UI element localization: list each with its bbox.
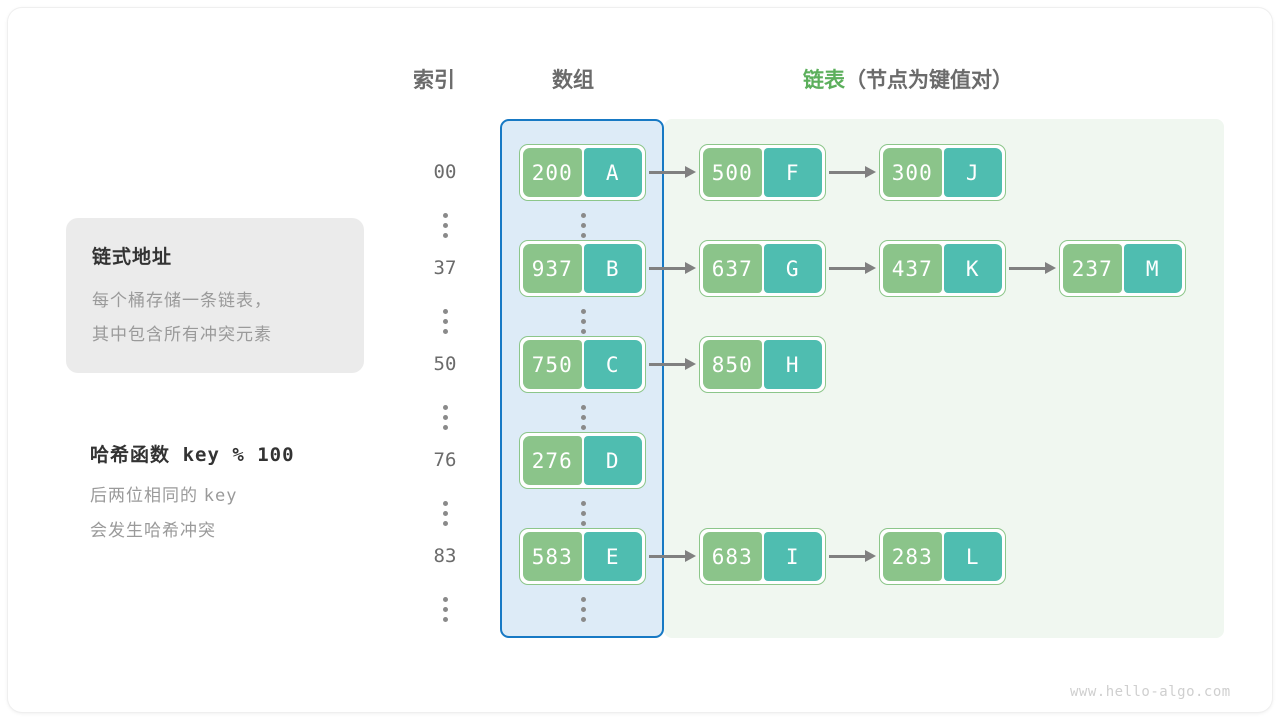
index-ellipsis (440, 309, 450, 334)
node-key: 637 (703, 244, 762, 293)
node-key: 583 (523, 532, 582, 581)
index-label: 83 (433, 545, 457, 567)
arrow-shaft (649, 362, 686, 366)
index-label: 37 (433, 257, 457, 279)
hash-function-note-1-key: key (203, 486, 238, 506)
node-key: 283 (883, 532, 942, 581)
array-ellipsis (578, 501, 588, 526)
hash-function-title: 哈希函数 key % 100 (90, 440, 295, 467)
arrow-shaft (649, 266, 686, 270)
node-value: K (943, 244, 1002, 293)
next-pointer-arrow (649, 550, 696, 564)
header-linked-list-note: （节点为键值对） (845, 69, 1013, 92)
next-pointer-arrow (649, 358, 696, 372)
arrow-shaft (829, 554, 866, 558)
array-ellipsis (578, 309, 588, 334)
node-key: 683 (703, 532, 762, 581)
node-value: C (583, 340, 642, 389)
node-value: G (763, 244, 822, 293)
arrow-head (865, 166, 876, 178)
node-key: 750 (523, 340, 582, 389)
arrow-shaft (649, 554, 686, 558)
arrow-shaft (649, 170, 686, 174)
node-value: F (763, 148, 822, 197)
arrow-shaft (1009, 266, 1046, 270)
diagram-canvas: 索引 数组 链表（节点为键值对） 链式地址 每个桶存储一条链表， 其中包含所有冲… (8, 8, 1272, 712)
arrow-shaft (829, 266, 866, 270)
arrow-shaft (829, 170, 866, 174)
node-key: 500 (703, 148, 762, 197)
node-key: 237 (1063, 244, 1122, 293)
index-ellipsis (440, 213, 450, 238)
node-value: B (583, 244, 642, 293)
node-key: 437 (883, 244, 942, 293)
arrow-head (685, 358, 696, 370)
hash-function-note-1-text: 后两位相同的 (90, 486, 198, 505)
arrow-head (685, 550, 696, 562)
next-pointer-arrow (1009, 262, 1056, 276)
header-index: 索引 (413, 69, 455, 92)
node-value: D (583, 436, 642, 485)
arrow-head (865, 550, 876, 562)
node-value: A (583, 148, 642, 197)
array-ellipsis (578, 213, 588, 238)
node-value: J (943, 148, 1002, 197)
hash-function-label: 哈希函数 (90, 445, 171, 466)
arrow-head (685, 166, 696, 178)
info-card-chaining: 链式地址 每个桶存储一条链表， 其中包含所有冲突元素 (66, 218, 364, 373)
next-pointer-arrow (649, 166, 696, 180)
header-linked-list: 链表（节点为键值对） (803, 64, 1013, 94)
arrow-head (1045, 262, 1056, 274)
node-key: 276 (523, 436, 582, 485)
node-value: M (1123, 244, 1182, 293)
watermark: www.hello-algo.com (1070, 684, 1231, 700)
index-label: 00 (433, 161, 457, 183)
next-pointer-arrow (829, 262, 876, 276)
header-array: 数组 (552, 69, 594, 92)
index-label: 76 (433, 449, 457, 471)
next-pointer-arrow (829, 166, 876, 180)
header-linked-list-strong: 链表 (803, 69, 845, 92)
info-card-line-2: 其中包含所有冲突元素 (92, 325, 272, 344)
arrow-head (865, 262, 876, 274)
node-key: 850 (703, 340, 762, 389)
info-card-line-1: 每个桶存储一条链表， (92, 291, 272, 310)
node-value: L (943, 532, 1002, 581)
index-ellipsis (440, 405, 450, 430)
hash-function-expression: key % 100 (182, 444, 295, 466)
next-pointer-arrow (649, 262, 696, 276)
index-ellipsis (440, 597, 450, 622)
array-ellipsis (578, 405, 588, 430)
hash-function-note-1: 后两位相同的 key (90, 481, 295, 506)
next-pointer-arrow (829, 550, 876, 564)
hash-function-block: 哈希函数 key % 100 后两位相同的 key 会发生哈希冲突 (90, 440, 295, 541)
info-card-title: 链式地址 (92, 247, 173, 268)
index-label: 50 (433, 353, 457, 375)
arrow-head (685, 262, 696, 274)
node-key: 200 (523, 148, 582, 197)
node-key: 300 (883, 148, 942, 197)
node-value: I (763, 532, 822, 581)
node-value: E (583, 532, 642, 581)
index-ellipsis (440, 501, 450, 526)
array-ellipsis (578, 597, 588, 622)
node-value: H (763, 340, 822, 389)
hash-function-note-2: 会发生哈希冲突 (90, 521, 216, 540)
node-key: 937 (523, 244, 582, 293)
